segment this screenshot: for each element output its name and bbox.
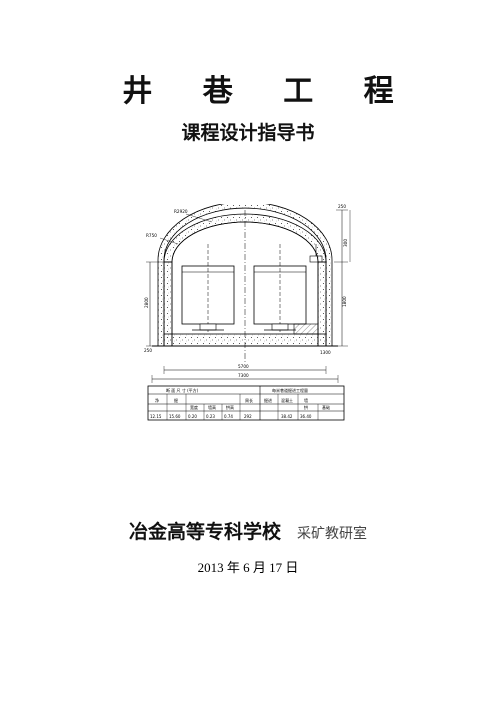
table-col-9: 墙 (304, 397, 308, 403)
table-cell: 0.74 (224, 414, 233, 419)
table-col-11: 基础 (322, 404, 330, 410)
mine-car-left (181, 244, 235, 334)
table-cell: 36.40 (300, 414, 312, 419)
label-radius-side: R750 (146, 233, 157, 238)
label-radius-main: R2920 (174, 209, 188, 214)
table-header-left: 断 面 尺 寸 (平方) (166, 387, 199, 393)
lining-outer (157, 204, 333, 347)
mine-car-right (253, 244, 307, 334)
school-name: 冶金高等专科学校 (128, 521, 281, 543)
table-header-right: 每米巷道掘进工程量 (272, 387, 308, 393)
left-wall (163, 261, 173, 347)
department-name: 采矿教研室 (297, 526, 367, 542)
table-col-7: 掘进 (264, 397, 272, 403)
drain-ditch (293, 323, 319, 335)
table-cell: 0.20 (188, 414, 197, 419)
table-cell: 0.23 (206, 414, 215, 419)
tunnel-cross-section-drawing: R2920 R750 2800 1800 250 300 1300 250 57… (144, 204, 351, 421)
table-col-10: 拱 (304, 404, 308, 410)
document-date: 2013 年 6 月 17 日 (197, 560, 299, 575)
table-cell: 15.60 (169, 414, 181, 419)
spec-table: 断 面 尺 寸 (平方) 每米巷道掘进工程量 净 掘 宽度 墙高 拱高 周长 掘… (147, 385, 345, 421)
label-dim-small-right: 300 (343, 239, 348, 247)
label-dim-top-right: 250 (338, 204, 346, 209)
label-dim-outer: 7300 (238, 373, 249, 378)
label-dim-track: 250 (144, 348, 152, 353)
table-col-8: 混凝土 (281, 397, 293, 403)
table-cell: 12.15 (150, 414, 162, 419)
table-col-4: 墙高 (208, 404, 216, 410)
label-dim-left: 2800 (144, 297, 149, 308)
table-col-5: 拱高 (226, 404, 234, 410)
table-cell: 38.42 (281, 414, 293, 419)
table-col-3: 宽度 (190, 404, 198, 410)
label-dim-floor: 1300 (320, 350, 331, 355)
table-col-1: 净 (155, 397, 159, 403)
table-cell: 292 (244, 414, 252, 419)
label-dim-total: 5700 (238, 364, 249, 369)
document-subtitle: 课程设计指导书 (181, 122, 315, 144)
table-col-2: 掘 (174, 397, 178, 403)
school-line: 冶金高等专科学校采矿教研室 (0, 517, 496, 544)
right-wall (317, 261, 327, 347)
table-col-6: 周长 (245, 397, 253, 403)
label-dim-right: 1800 (342, 296, 347, 307)
document-title: 井 巷 工 程 (122, 74, 414, 109)
